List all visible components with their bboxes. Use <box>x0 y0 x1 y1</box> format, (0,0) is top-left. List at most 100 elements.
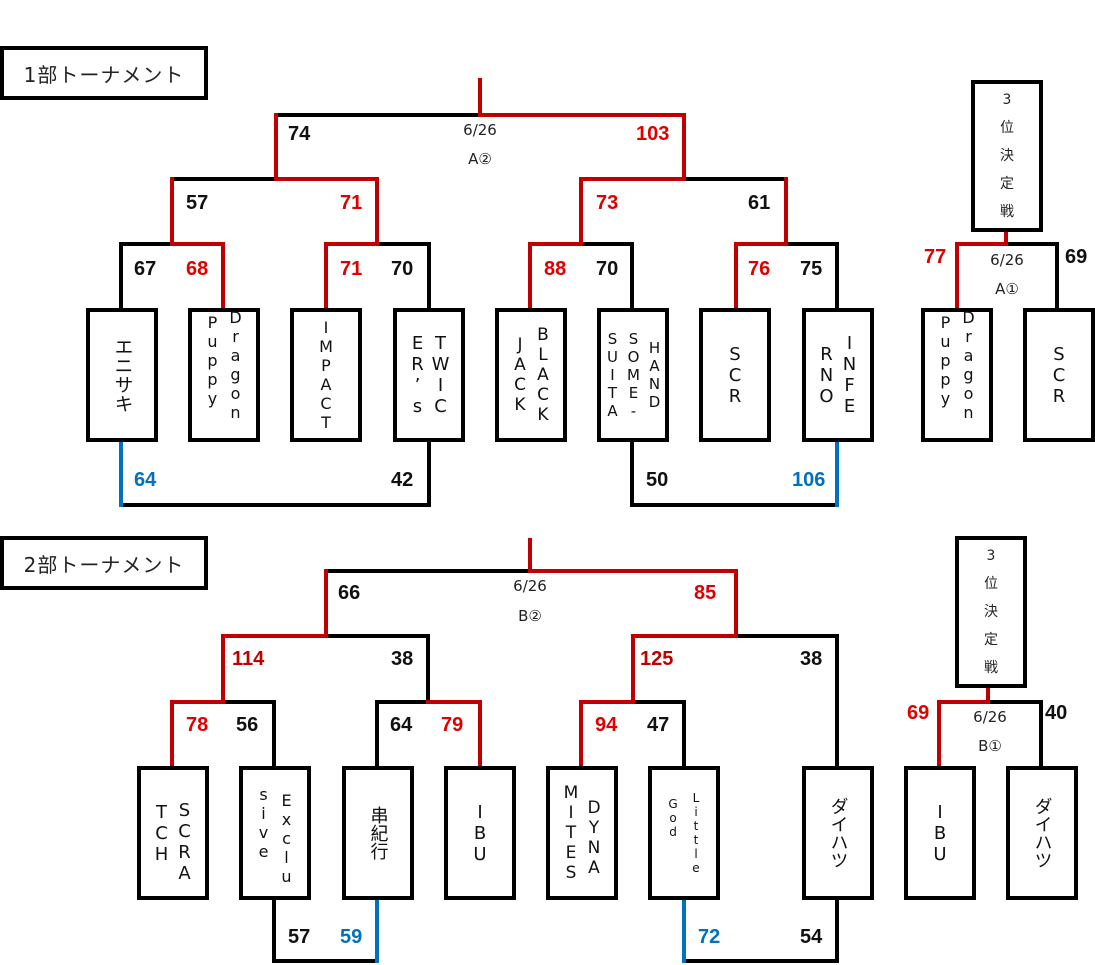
d2-semi2-l <box>579 634 738 770</box>
label-char: 決 <box>1000 148 1014 164</box>
team-name-line2: sive <box>254 785 273 861</box>
div2-team-4[interactable]: IBU <box>444 766 516 900</box>
div1-title: 1部トーナメント <box>0 46 208 100</box>
d2-r1b-winner <box>426 700 482 770</box>
team-name: エニサキ <box>111 337 134 413</box>
div2-title: 2部トーナメント <box>0 536 208 590</box>
team-name: IBU <box>469 801 491 865</box>
team-name: IBU <box>929 801 951 865</box>
div2-third-team-1[interactable]: IBU <box>904 766 976 900</box>
div2-third-team-2[interactable]: ダイハツ <box>1006 766 1078 900</box>
team-name-line1: TWIC <box>430 333 451 417</box>
div2-team-7[interactable]: ダイハツ <box>802 766 874 900</box>
d2-third-winner <box>937 686 990 770</box>
team-name-line1: DYNA <box>584 798 604 878</box>
div1-r1-1-left-score: 67 <box>134 258 157 280</box>
team-name: IMPACT <box>316 318 336 432</box>
div2-third-date: 6/26 <box>973 708 1007 726</box>
div2-final-date: 6/26 <box>513 577 547 595</box>
d2-cons1 <box>272 894 379 963</box>
div1-team-8[interactable]: INFE RNO <box>802 308 874 442</box>
d2-r1b <box>375 700 430 770</box>
div1-r1-4-right-score: 75 <box>800 258 823 280</box>
div2-semi2-left-score: 125 <box>640 648 674 670</box>
div2-cons1-right-score: 59 <box>340 926 363 948</box>
team-name-line1: Dragon <box>959 308 978 422</box>
label-char: 定 <box>984 632 998 648</box>
div1-team-7[interactable]: SCR <box>699 308 771 442</box>
div2-final-court: B② <box>518 607 542 625</box>
team-name: ダイハツ <box>827 797 849 869</box>
div1-semi2-left-score: 73 <box>596 192 619 214</box>
div2-team-5[interactable]: DYNA MITES <box>546 766 618 900</box>
d1-final-winner <box>478 78 686 181</box>
div1-semi1-right-score: 71 <box>340 192 363 214</box>
div1-team-5[interactable]: BLACK JACK <box>495 308 567 442</box>
div1-r1-2-left-score: 71 <box>340 258 363 280</box>
label-char: 位 <box>1000 120 1014 136</box>
div1-team-3[interactable]: IMPACT <box>290 308 362 442</box>
d1-semi2-r <box>734 177 788 310</box>
team-name-line1: Little <box>689 791 703 875</box>
div1-team-2[interactable]: Dragon Puppy <box>188 308 260 442</box>
team-name-line2: RNO <box>816 343 837 407</box>
div1-cons2-left-score: 50 <box>646 469 669 491</box>
d2-third <box>986 700 1043 770</box>
div2-team-3[interactable]: 串紀行 <box>342 766 414 900</box>
d1-r1b <box>375 242 431 310</box>
div2-r1-1-left-score: 78 <box>186 714 209 736</box>
team-name-line1: INFE <box>839 333 860 417</box>
div2-cons1-left-score: 57 <box>288 926 311 948</box>
team-name: SCR <box>724 343 746 407</box>
div1-team-1[interactable]: エニサキ <box>86 308 158 442</box>
team-name-line2: SOME- <box>624 330 643 420</box>
div1-third-left-score: 77 <box>924 246 947 268</box>
div2-team-1[interactable]: SCRA TCH <box>137 766 209 900</box>
team-name: 串紀行 <box>367 806 389 860</box>
d1-semi2-l <box>528 177 686 310</box>
div2-team-2[interactable]: Exclu sive <box>239 766 311 900</box>
div1-final-date: 6/26 <box>463 121 497 139</box>
div2-third-left-score: 69 <box>907 702 930 724</box>
team-name-line1: BLACK <box>533 325 553 425</box>
div1-team-6[interactable]: HAND SOME- SUITA <box>597 308 669 442</box>
div2-third-place-label: 3 位 決 定 戦 <box>955 536 1027 688</box>
div2-semi2-right-score: 38 <box>800 648 823 670</box>
div1-final-right-score: 103 <box>636 123 670 145</box>
team-name-line1: HAND <box>645 339 664 411</box>
div2-r1-1-right-score: 56 <box>236 714 259 736</box>
label-char: 位 <box>984 576 998 592</box>
team-name-line2: ER’s <box>407 333 428 417</box>
div1-third-team-2[interactable]: SCR <box>1023 308 1095 442</box>
team-name-line1: SCRA <box>174 800 195 884</box>
div1-third-place-label: 3 位 決 定 戦 <box>971 80 1043 232</box>
div2-semi1-right-score: 38 <box>391 648 414 670</box>
label-char: 決 <box>984 604 998 620</box>
d2-r1a <box>221 700 276 770</box>
d2-semi1-right <box>324 634 430 704</box>
team-name: SCR <box>1048 343 1070 407</box>
div2-r1-3-right-score: 47 <box>647 714 670 736</box>
label-char: 3 <box>986 548 996 564</box>
team-name-line2: Puppy <box>936 312 955 408</box>
div1-r1-3-right-score: 70 <box>596 258 619 280</box>
team-name-line2: MITES <box>561 783 581 883</box>
team-name-line3: SUITA <box>603 330 622 420</box>
div1-team-4[interactable]: TWIC ER’s <box>393 308 465 442</box>
d1-semi1-r <box>324 242 379 310</box>
div2-cons2-right-score: 54 <box>800 926 823 948</box>
div1-semi2-right-score: 61 <box>748 192 771 214</box>
div1-r1-3-left-score: 88 <box>544 258 567 280</box>
d1-final-left <box>274 113 379 246</box>
div2-r1-3-left-score: 94 <box>595 714 618 736</box>
d1-r1a <box>119 242 174 310</box>
d2-cons2 <box>682 894 839 963</box>
div1-r1-1-right-score: 68 <box>186 258 209 280</box>
div1-r1-4-left-score: 76 <box>748 258 771 280</box>
d1-third <box>1004 242 1059 310</box>
div1-final-court: A② <box>468 150 492 168</box>
div2-team-6[interactable]: Little God <box>648 766 720 900</box>
div1-third-team-1[interactable]: Dragon Puppy <box>921 308 993 442</box>
team-name-line2: JACK <box>510 335 530 415</box>
div2-third-right-score: 40 <box>1045 702 1068 724</box>
